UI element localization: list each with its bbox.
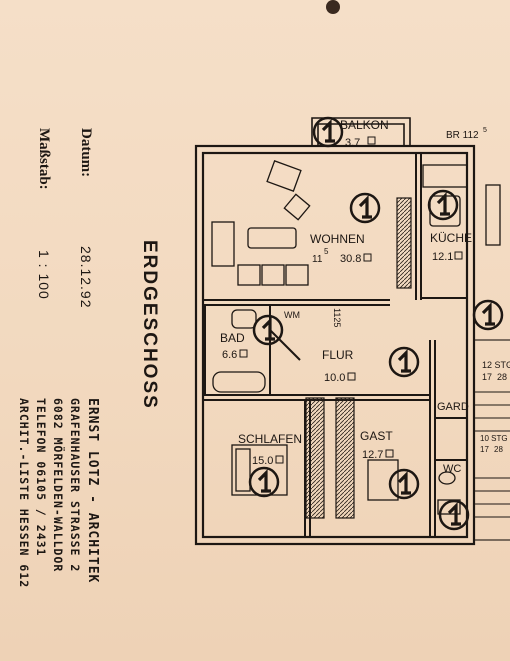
height-right: 1125 (332, 308, 342, 327)
kueche-name: KÜCHE (430, 231, 472, 245)
gard-name: GARD (437, 401, 469, 413)
schlafen-area: 15.0 (252, 455, 273, 467)
flur-name: FLUR (322, 348, 354, 362)
gast-area: 12.7 (362, 449, 383, 461)
wm-label: WM (284, 310, 300, 320)
kueche-area: 12.1 (432, 251, 453, 263)
br-sup: 5 (483, 127, 487, 134)
stg-top-dim2: 28 (497, 372, 507, 382)
stg-top-dim: 17 (482, 372, 492, 382)
stg-mid: 10 STG (480, 434, 508, 443)
balkon-name: BALKON (340, 118, 389, 132)
wohnen-name: WOHNEN (310, 232, 365, 246)
balkon-area: 3.7 (345, 137, 360, 149)
wardrobes (305, 197, 412, 519)
stg-mid-dim2: 28 (494, 445, 503, 454)
punch-hole (326, 0, 340, 14)
bad-area: 6.6 (222, 349, 237, 361)
flur-area: 10.0 (324, 372, 345, 384)
staircase (473, 339, 510, 541)
room-markers (248, 116, 504, 531)
outer-walls (194, 144, 476, 546)
schlafen-name: SCHLAFEN (238, 432, 302, 446)
stg-top: 12 STG (482, 360, 510, 370)
interior-walls (203, 153, 467, 537)
bad-name: BAD (220, 331, 245, 345)
balkon-room (311, 117, 411, 146)
height-left-sup: 5 (324, 247, 329, 256)
room-labels: BALKON 3.7 WOHNEN 30.8 11 5 KÜCHE 12.1 B… (220, 118, 510, 475)
stg-mid-dim: 17 (480, 445, 489, 454)
wc-name: WC (443, 463, 461, 475)
gast-name: GAST (360, 429, 393, 443)
wohnen-area: 30.8 (340, 253, 361, 265)
height-left: 11 (312, 254, 323, 265)
br-label: BR 112 (446, 130, 479, 141)
